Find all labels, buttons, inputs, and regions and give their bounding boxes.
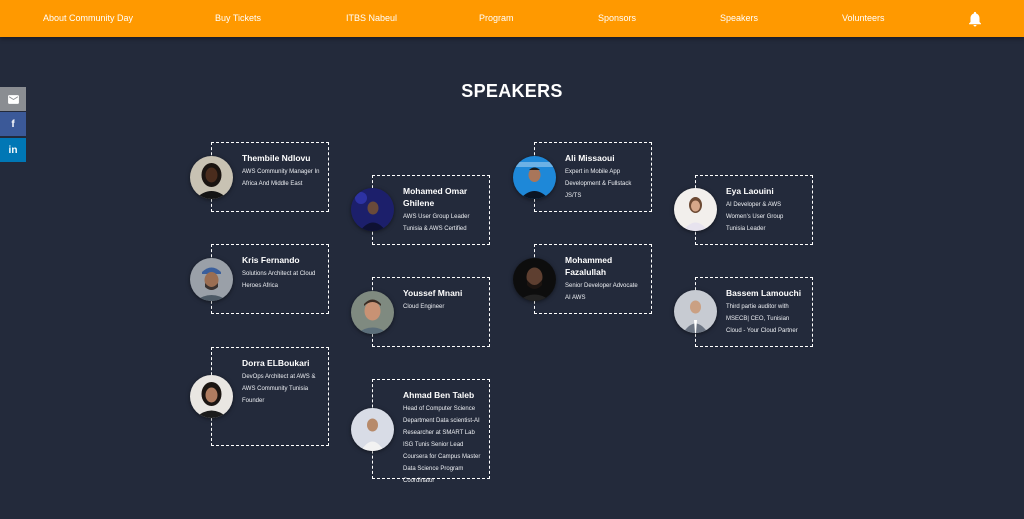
speaker-name: Thembile Ndlovu bbox=[242, 153, 311, 163]
speaker-avatar bbox=[351, 408, 394, 451]
speaker-role: Cloud Engineer bbox=[403, 304, 445, 310]
bell-icon[interactable] bbox=[966, 10, 984, 28]
nav-buy-tickets[interactable]: Buy Tickets bbox=[215, 13, 262, 23]
nav-program[interactable]: Program bbox=[479, 13, 514, 23]
speaker-avatar bbox=[674, 290, 717, 333]
nav-about-community-day[interactable]: About Community Day bbox=[43, 13, 134, 23]
speaker-role: DevOps Architect at AWS & AWS Community … bbox=[242, 374, 316, 404]
speaker-avatar bbox=[674, 188, 717, 231]
speaker-name: Mohamed Omar Ghilene bbox=[403, 186, 468, 208]
nav-sponsors[interactable]: Sponsors bbox=[598, 13, 637, 23]
speaker-card[interactable]: Ahmad Ben Taleb Head of Computer Science… bbox=[372, 379, 490, 484]
email-share-button[interactable] bbox=[0, 87, 26, 111]
top-navbar: About Community Day Buy Tickets ITBS Nab… bbox=[0, 0, 1024, 37]
speaker-name: Kris Fernando bbox=[242, 255, 300, 265]
linkedin-share-button[interactable]: in bbox=[0, 138, 26, 162]
facebook-icon: f bbox=[11, 118, 15, 130]
page-title: SPEAKERS bbox=[461, 81, 563, 101]
speaker-role: Senior Developer Advocate AI AWS bbox=[565, 283, 638, 301]
speaker-role: Head of Computer Science Department Data… bbox=[403, 406, 481, 484]
nav-itbs-nabeul[interactable]: ITBS Nabeul bbox=[346, 13, 398, 23]
linkedin-icon: in bbox=[8, 144, 18, 156]
speaker-role: AWS Community Manager In Africa And Midd… bbox=[242, 169, 320, 187]
speaker-avatar bbox=[190, 375, 233, 418]
speaker-role: Solutions Architect at Cloud Heroes Afri… bbox=[242, 271, 316, 289]
nav-speakers[interactable]: Speakers bbox=[720, 13, 759, 23]
speaker-name: Mohammed Fazalullah bbox=[565, 255, 613, 277]
nav-volunteers[interactable]: Volunteers bbox=[842, 13, 885, 23]
envelope-icon bbox=[7, 93, 20, 106]
speaker-avatar bbox=[190, 156, 233, 199]
speaker-avatar bbox=[513, 258, 556, 301]
speaker-name: Ahmad Ben Taleb bbox=[403, 390, 475, 400]
speaker-avatar bbox=[351, 291, 394, 334]
speaker-name: Eya Laouini bbox=[726, 186, 774, 196]
speaker-role: AWS User Group Leader Tunisia & AWS Cert… bbox=[403, 214, 470, 232]
speaker-role: Third partie auditor with MSECB| CEO, Tu… bbox=[726, 304, 798, 334]
speaker-avatar bbox=[190, 258, 233, 301]
speaker-role: AI Developer & AWS Women's User Group Tu… bbox=[726, 202, 784, 232]
speaker-name: Youssef Mnani bbox=[403, 288, 463, 298]
speaker-avatar bbox=[513, 156, 556, 199]
speaker-avatar bbox=[351, 188, 394, 231]
speaker-name: Dorra ELBoukari bbox=[242, 358, 310, 368]
speaker-name: Ali Missaoui bbox=[565, 153, 615, 163]
speaker-name: Bassem Lamouchi bbox=[726, 288, 802, 298]
facebook-share-button[interactable]: f bbox=[0, 112, 26, 136]
speaker-role: Expert in Mobile App Development & Fulls… bbox=[565, 169, 632, 199]
